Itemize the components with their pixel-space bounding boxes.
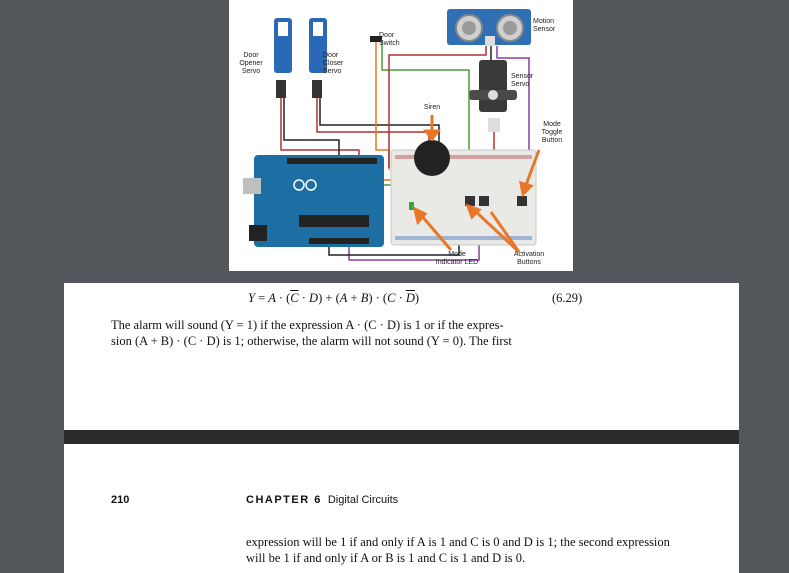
label-door-closer-servo: Door Closer Servo [323, 52, 344, 75]
eq-a2: A [339, 291, 348, 305]
eq-d1: D [309, 291, 319, 305]
eq-paren-close-1: ) [318, 291, 323, 305]
page-bottom: 210 CHAPTER 6 Digital Circuits expression… [64, 444, 739, 573]
arduino-board [243, 155, 384, 247]
eq-b: B [360, 291, 369, 305]
eq-c-bar-1: C [290, 291, 299, 305]
callout-arrows [412, 115, 541, 254]
label-sensor-servo: Sensor Servo [511, 73, 534, 88]
motion-sensor [447, 9, 531, 46]
paragraph-line-3: expression will be 1 if and only if A is… [246, 535, 670, 549]
circuit-diagram [243, 9, 541, 261]
chapter-label: CHAPTER 6 [246, 494, 322, 506]
paragraph-line-4: will be 1 if and only if A or B is 1 and… [246, 551, 526, 565]
eq-paren-open-2: ( [335, 291, 340, 305]
eq-d-bar: D [405, 291, 415, 305]
eq-paren-close-3: ) [414, 291, 420, 305]
eq-c2: C [387, 291, 396, 305]
siren-buzzer [414, 140, 450, 176]
eq-paren-open-1: ( [286, 291, 291, 305]
door-closer-servo [309, 18, 327, 98]
running-head: CHAPTER 6 Digital Circuits [246, 494, 398, 506]
label-motion-sensor: Motion Sensor [533, 18, 556, 33]
chapter-title: Digital Circuits [327, 494, 399, 506]
paragraph-line-1: The alarm will sound (Y = 1) if the expr… [111, 318, 504, 332]
label-mode-indicator-led: Mode Indicator LED [435, 251, 479, 266]
label-activation-buttons: Activation Buttons [513, 251, 545, 266]
page-top: Y = A · (C · D) + (A + B) · (C · D) (6.2… [64, 283, 739, 430]
label-mode-toggle-button: Mode Toggle Button [541, 121, 563, 144]
door-opener-servo [274, 18, 292, 98]
eq-lhs: Y [248, 291, 255, 305]
page-gap [64, 430, 739, 444]
page-number: 210 [111, 494, 130, 506]
equation: Y = A · (C · D) + (A + B) · (C · D) [248, 291, 420, 305]
circuit-figure: Door Opener Servo Door Closer Servo Door… [229, 0, 573, 271]
label-door-switch: Door Switch [379, 32, 400, 47]
sensor-servo [469, 60, 517, 132]
label-siren: Siren [423, 104, 441, 111]
equation-number: (6.29) [552, 291, 583, 305]
eq-paren-close-2: ) [368, 291, 373, 305]
eq-paren-open-3: ( [382, 291, 388, 305]
paragraph-line-2: sion (A + B) · (C · D) is 1; otherwise, … [111, 334, 512, 348]
breadboard [390, 149, 537, 246]
eq-a1: A [268, 291, 276, 305]
label-door-opener-servo: Door Opener Servo [239, 52, 263, 75]
door-switch [370, 36, 382, 42]
